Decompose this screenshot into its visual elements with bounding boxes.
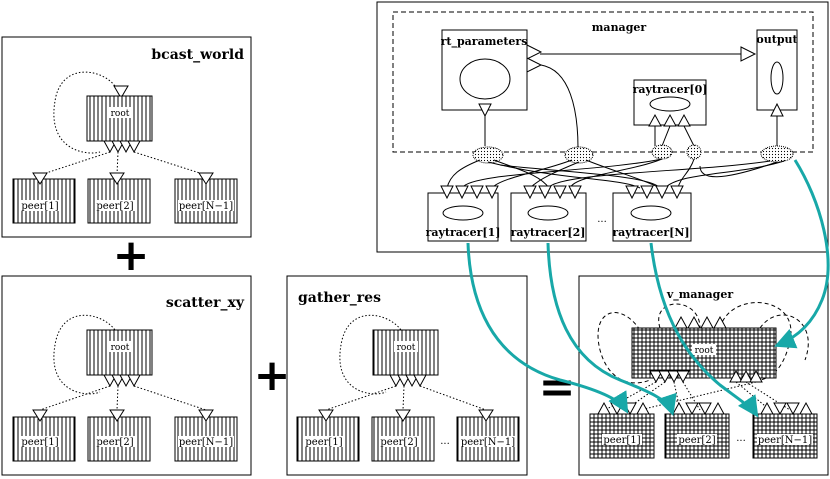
scatter-xy-title: scatter_xy	[166, 295, 245, 311]
v-manager-root-label: root	[695, 346, 714, 356]
bcast-root-node	[86, 95, 153, 142]
mapping-arrow	[774, 159, 830, 349]
raytracer-label: raytracer[1]	[426, 226, 501, 239]
gather-peer-label: peer[1]	[305, 437, 342, 448]
mapping-arrow	[546, 242, 677, 416]
bcast-peer-label: peer[1]	[21, 201, 58, 212]
output-label: output	[756, 33, 798, 46]
v-manager-panel: v_manager root	[578, 275, 829, 476]
plus-operator: +	[254, 350, 291, 401]
scatter-xy-panel: scatter_xy root peer[1] peer[2] peer[N−1…	[1, 275, 252, 476]
plus-operator: +	[113, 230, 150, 281]
rt-parameters-label: rt_parameters	[441, 35, 528, 49]
gather-root-node	[372, 329, 439, 376]
v-manager-peer-label: peer[2]	[678, 435, 715, 446]
scatter-peer-label: peer[2]	[96, 437, 133, 448]
v-manager-peer-label: peer[1]	[603, 435, 640, 446]
v-manager-title: v_manager	[666, 288, 733, 302]
raytracer-label: raytracer[2]	[511, 226, 586, 239]
gather-ellipsis: ...	[440, 436, 450, 447]
gather-res-panel: gather_res root peer[1] peer[2] peer[N−1…	[286, 275, 528, 476]
bcast-world-title: bcast_world	[151, 47, 244, 63]
gather-peer-label: peer[N−1]	[461, 437, 515, 448]
gather-root-label: root	[397, 343, 416, 353]
scatter-peer-label: peer[N−1]	[179, 437, 233, 448]
scatter-root-node	[86, 329, 153, 376]
bcast-peer-label: peer[N−1]	[179, 201, 233, 212]
gather-peer-label: peer[2]	[380, 437, 417, 448]
manager-panel: manager rt_parameters output raytracer[0…	[376, 1, 829, 253]
scatter-peer-label: peer[1]	[21, 437, 58, 448]
v-manager-peer-label: peer[N−1]	[758, 435, 812, 446]
bcast-peer-label: peer[2]	[96, 201, 133, 212]
manager-title: manager	[592, 21, 647, 34]
gather-res-title: gather_res	[298, 290, 381, 306]
scatter-root-label: root	[111, 343, 130, 353]
raytracer-0-label: raytracer[0]	[633, 83, 708, 96]
mapping-arrows	[466, 159, 830, 418]
mapping-arrow	[649, 242, 759, 418]
equals-operator: =	[539, 362, 576, 413]
mapping-arrow	[466, 242, 629, 414]
raytracer-label: raytracer[N]	[612, 226, 689, 239]
bcast-world-panel: bcast_world root peer[1] peer[2] peer[N−…	[1, 36, 252, 238]
raytracer-ellipsis: ...	[597, 214, 607, 225]
bcast-root-label: root	[111, 109, 130, 119]
v-manager-ellipsis: ...	[736, 433, 746, 444]
